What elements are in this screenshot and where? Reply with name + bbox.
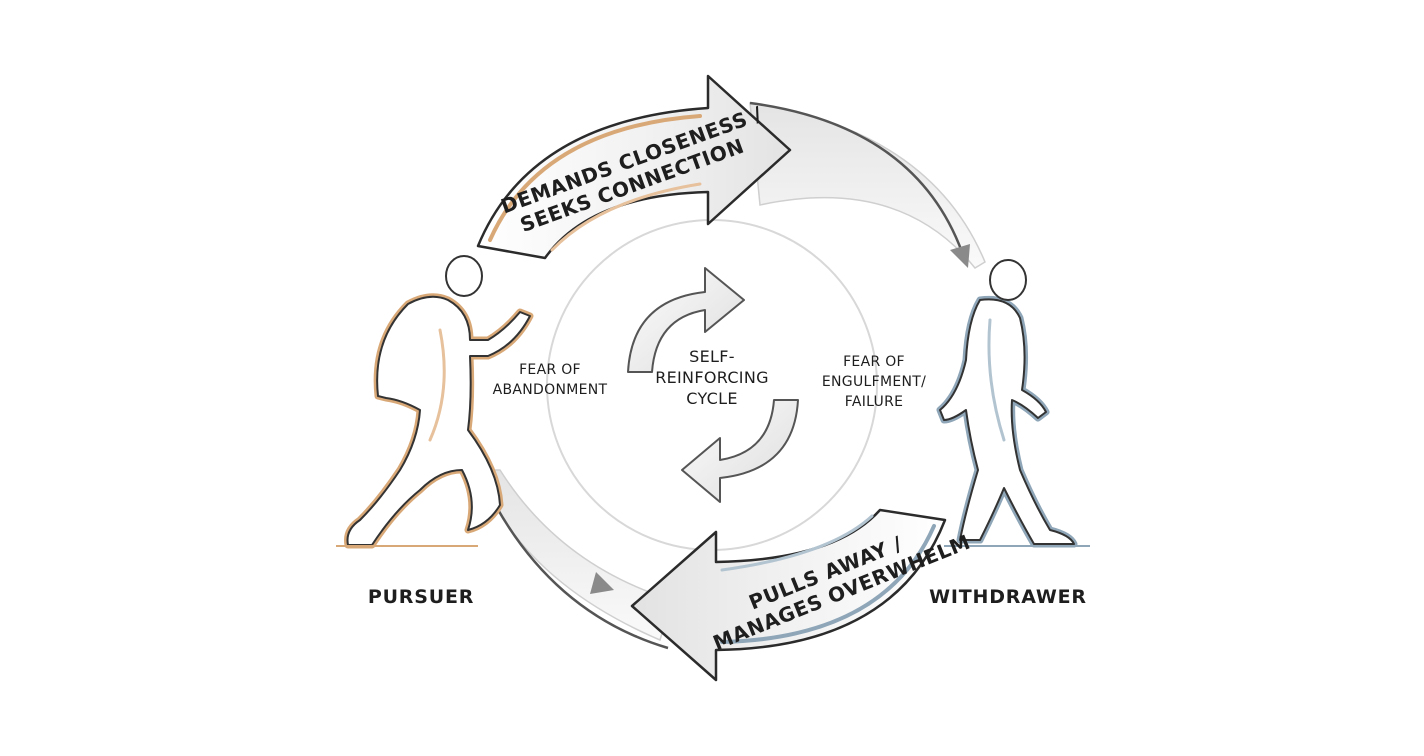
withdrawer-label: WITHDRAWER	[929, 586, 1087, 608]
top-arrow	[476, 74, 792, 260]
bottom-arrow-accent-inner	[720, 514, 874, 572]
withdrawer-fear-label: FEAR OF ENGULFMENT/ FAILURE	[814, 352, 934, 412]
top-arrow-accent	[488, 114, 702, 242]
center-label: SELF- REINFORCING CYCLE	[652, 346, 772, 409]
bottom-arrow-accent	[720, 524, 936, 644]
center-arrow-bottom	[681, 399, 799, 503]
withdrawer-fear-line-2: ENGULFMENT/	[821, 374, 927, 390]
center-arrow-top	[627, 267, 745, 373]
pursuer-fear-line-1: FEAR OF	[519, 362, 581, 378]
right-sweep-arrowhead	[950, 244, 970, 268]
left-sweep-arrowhead	[590, 572, 614, 594]
pursuer-figure	[344, 255, 534, 549]
right-sweep	[749, 102, 986, 269]
center-label-line-3: CYCLE	[686, 389, 738, 408]
withdrawer-figure	[936, 259, 1078, 548]
pursuer-fear-label: FEAR OF ABANDONMENT	[488, 360, 612, 400]
center-label-line-2: REINFORCING	[655, 368, 769, 387]
pursuer-label: PURSUER	[367, 586, 475, 608]
center-label-line-1: SELF-	[689, 347, 735, 366]
top-arrow-accent-inner	[550, 182, 702, 252]
pursuer-fear-line-2: ABANDONMENT	[492, 382, 608, 398]
right-sweep-edge	[749, 101, 964, 253]
withdrawer-fear-line-3: FAILURE	[844, 394, 904, 410]
withdrawer-fear-line-1: FEAR OF	[843, 354, 905, 370]
